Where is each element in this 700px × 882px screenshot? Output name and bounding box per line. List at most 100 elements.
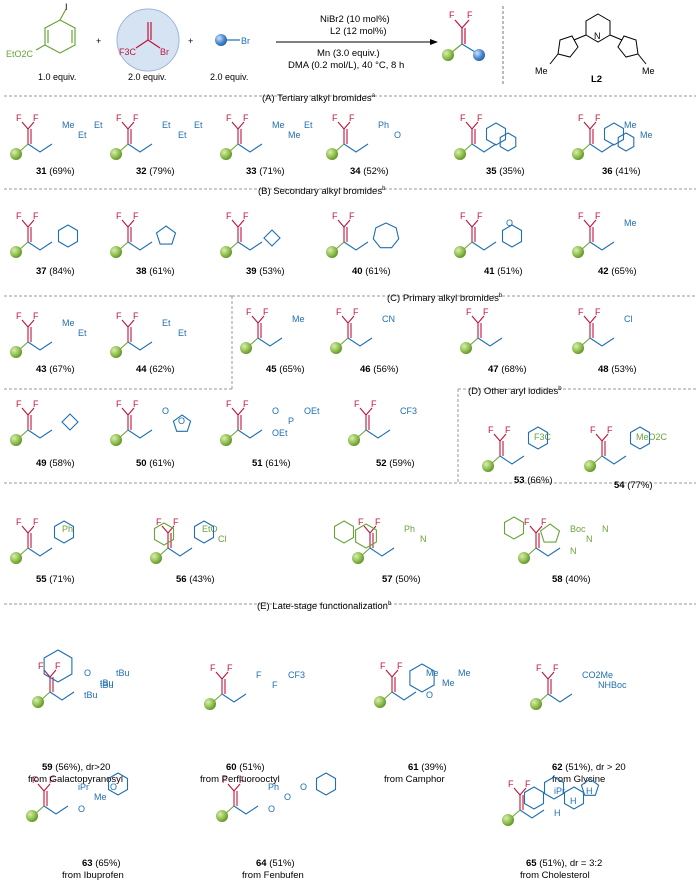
compound-37-label: 37 (84%) [36, 266, 75, 277]
compound-45-label: 45 (65%) [266, 364, 305, 375]
fluorine-label: F [607, 425, 613, 435]
alkyl-bromide-equiv: 2.0 equiv. [210, 72, 248, 82]
fluorine-label: F [133, 211, 139, 221]
compound-59-source: from Galactopyranosyl [28, 774, 123, 785]
compound-yield: (66%) [525, 475, 553, 486]
ring-54-0 [629, 426, 651, 450]
fragment-60-2: CF3 [288, 670, 305, 680]
compound-yield: (39%) [419, 762, 447, 773]
alkyl-chain [471, 241, 497, 251]
ring-57-0 [355, 523, 377, 549]
fragment-55-0: Ph [62, 524, 73, 534]
aryl-ball [502, 814, 514, 826]
alkyl-chain [27, 241, 53, 251]
compound-65-source: from Cholesterol [520, 870, 590, 881]
fragment-62-0: CO2Me [582, 670, 613, 680]
aryl-iodide-equiv: 1.0 equiv. [38, 72, 76, 82]
ligand-l2 [549, 13, 647, 65]
fluorine-label: F [116, 311, 122, 321]
fluorine-label: F [349, 211, 355, 221]
fluorine-label: F [226, 211, 232, 221]
compound-yield: (61%) [363, 266, 391, 277]
section-c-header: (C) Primary alkyl bromidesb [387, 293, 503, 304]
aryl-ball [530, 698, 542, 710]
fluorine-label: F [553, 663, 559, 673]
alkyl-chain [43, 805, 69, 815]
compound-number: 55 [36, 574, 47, 585]
ring-63-0 [107, 772, 129, 796]
fragment-59-4: tBu [100, 680, 114, 690]
compound-51-label: 51 (61%) [252, 458, 291, 469]
compound-60-label: 60 (51%) [226, 762, 265, 773]
compound-64-source: from Fenbufen [242, 870, 304, 881]
fragment-33-0: Me [272, 120, 285, 130]
alkyl-chain [499, 455, 525, 465]
br-label: Br [160, 47, 169, 57]
fluorine-label: F [16, 517, 22, 527]
fluorine-label: F [332, 113, 338, 123]
alkyl-chain [127, 429, 153, 439]
alkyl-chain [365, 429, 391, 439]
section-dividers [4, 95, 696, 605]
alkyl-chain [27, 547, 53, 557]
fluorine-label: F [536, 663, 542, 673]
alkyl-chain [221, 693, 247, 703]
compound-54-label: 54 (77%) [614, 480, 653, 491]
compound-36-label: 36 (41%) [602, 166, 641, 177]
fluorine-label: F [246, 307, 252, 317]
alkyl-br-label: Br [241, 36, 250, 46]
compound-number: 57 [382, 574, 393, 585]
aryl-ball [352, 552, 364, 564]
compound-number: 44 [136, 364, 147, 375]
compound-64-label: 64 (51%) [256, 858, 295, 869]
aryl-ball [482, 460, 494, 472]
compound-number: 32 [136, 166, 147, 177]
compound-number: 31 [36, 166, 47, 177]
fluorine-label: F [590, 425, 596, 435]
fluorine-label: F [210, 663, 216, 673]
compound-47-label: 47 (68%) [488, 364, 527, 375]
ring-56-1 [153, 522, 175, 546]
alkyl-chain [601, 455, 627, 465]
fluorine-label: F [505, 425, 511, 435]
fluorine-label: F [226, 113, 232, 123]
compound-yield: (79%) [147, 166, 175, 177]
compound-59-label: 59 (56%), dr>20 [42, 762, 110, 773]
compound-32-label: 32 (79%) [136, 166, 175, 177]
fragment-56-1: Cl [218, 534, 227, 544]
aryl-ball [204, 698, 216, 710]
alkyl-chain [343, 143, 369, 153]
alkyl-chain [535, 547, 561, 557]
ring-65-0 [523, 786, 545, 810]
compound-53-label: 53 (66%) [514, 475, 553, 486]
fragment-45-0: Me [292, 314, 305, 324]
aryl-ball [460, 342, 472, 354]
fragment-61-1: Me [442, 678, 455, 688]
fragment-64-1: O [284, 792, 291, 802]
fluorine-label: F [375, 517, 381, 527]
fragment-50-0: O [162, 406, 169, 416]
fluorine-label: F [380, 661, 386, 671]
plus-sign-1: + [96, 36, 101, 46]
ring-36-0 [603, 122, 625, 146]
fragment-62-1: NHBoc [598, 680, 627, 690]
ring-59-0 [43, 649, 73, 683]
fluorine-label: F [133, 113, 139, 123]
fluorine-label: F [595, 211, 601, 221]
alkyl-chain [27, 429, 53, 439]
compound-46-label: 46 (56%) [360, 364, 399, 375]
compound-61-label: 61 (39%) [408, 762, 447, 773]
fluorine-label: F [16, 311, 22, 321]
compound-number: 37 [36, 266, 47, 277]
